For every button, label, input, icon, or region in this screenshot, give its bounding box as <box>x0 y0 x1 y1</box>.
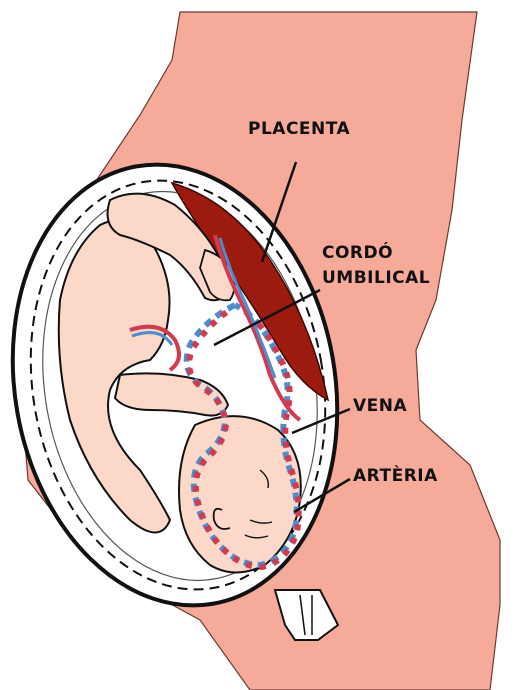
label-artery: ARTÈRIA <box>353 466 438 486</box>
label-umbilical-cord-line2: UMBILICAL <box>322 268 430 288</box>
label-umbilical-cord-line1: CORDÓ <box>322 243 393 263</box>
label-placenta: PLACENTA <box>248 119 350 139</box>
label-vein: VENA <box>353 396 407 416</box>
